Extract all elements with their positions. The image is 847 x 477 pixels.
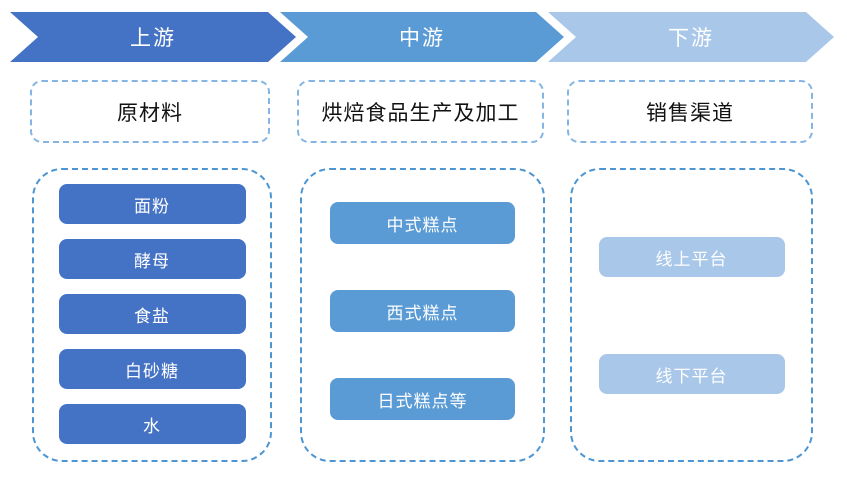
arrow-label-upstream: 上游: [130, 27, 176, 50]
arrow-downstream: 下游: [548, 12, 834, 62]
container-downstream: 线上平台线下平台: [570, 168, 813, 462]
item-chip-label: 线上平台: [655, 249, 728, 269]
arrow-upstream: 上游: [10, 12, 296, 62]
item-chip: 食盐: [58, 294, 246, 334]
header-box-downstream: 销售渠道: [567, 80, 813, 143]
header-label-downstream: 销售渠道: [646, 101, 734, 125]
item-chip: 西式糕点: [330, 290, 515, 332]
container-midstream: 中式糕点西式糕点日式糕点等: [300, 168, 545, 462]
arrow-label-midstream: 中游: [399, 27, 445, 50]
item-chip-label: 白砂糖: [125, 361, 179, 381]
item-chip: 白砂糖: [58, 349, 246, 389]
item-list-upstream: 面粉酵母食盐白砂糖水: [34, 170, 270, 444]
item-chip: 面粉: [58, 184, 246, 224]
header-label-upstream: 原材料: [117, 101, 183, 125]
header-label-midstream: 烘焙食品生产及加工: [321, 101, 520, 125]
item-chip-label: 日式糕点等: [377, 391, 468, 411]
header-box-upstream: 原材料: [30, 80, 270, 143]
item-chip-label: 水: [143, 416, 161, 436]
arrow-midstream: 中游: [280, 12, 564, 62]
item-chip-label: 食盐: [134, 306, 170, 326]
item-chip: 水: [58, 404, 246, 444]
arrow-label-downstream: 下游: [668, 27, 714, 50]
item-list-midstream: 中式糕点西式糕点日式糕点等: [302, 170, 543, 420]
item-chip-label: 西式糕点: [386, 303, 459, 323]
item-chip: 线上平台: [598, 237, 785, 277]
item-chip: 日式糕点等: [330, 378, 515, 420]
item-chip-label: 酵母: [134, 251, 170, 271]
item-chip: 中式糕点: [330, 202, 515, 244]
item-chip: 酵母: [58, 239, 246, 279]
item-chip-label: 面粉: [134, 196, 170, 216]
header-box-midstream: 烘焙食品生产及加工: [297, 80, 544, 143]
container-upstream: 面粉酵母食盐白砂糖水: [32, 168, 272, 462]
item-list-downstream: 线上平台线下平台: [572, 170, 811, 394]
item-chip-label: 中式糕点: [386, 215, 459, 235]
item-chip-label: 线下平台: [655, 366, 728, 386]
item-chip: 线下平台: [598, 354, 785, 394]
